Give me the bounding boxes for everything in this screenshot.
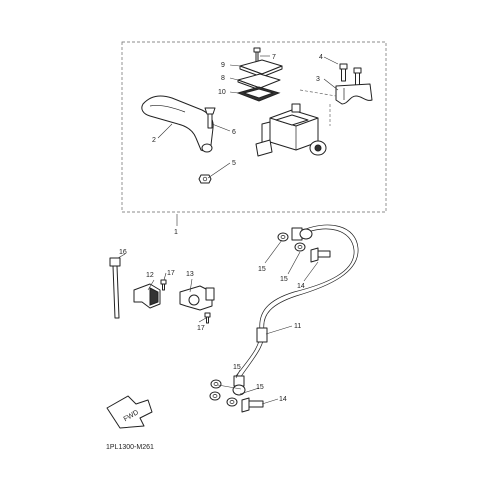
callout-2: 2	[152, 137, 156, 144]
handlebar-clamp[interactable]	[335, 83, 373, 105]
leader-lines	[117, 55, 339, 405]
upper-banjo-fitting[interactable]	[291, 227, 313, 241]
lever-pivot-bolt[interactable]	[204, 107, 216, 129]
reservoir-screw[interactable]	[253, 47, 261, 63]
copper-washer[interactable]	[210, 379, 222, 389]
callout-15d: 15	[256, 384, 264, 391]
cable-tie[interactable]	[109, 257, 121, 319]
callout-9: 9	[221, 62, 225, 69]
callout-15c: 15	[233, 364, 241, 371]
callout-12: 12	[146, 272, 154, 279]
callout-11: 11	[294, 323, 301, 330]
diaphragm-plate[interactable]	[237, 73, 281, 91]
brake-hose[interactable]	[235, 224, 359, 379]
callout-13: 13	[186, 271, 194, 278]
callout-4: 4	[319, 54, 323, 61]
lever-nut[interactable]	[198, 174, 212, 184]
callout-5: 5	[232, 160, 236, 167]
copper-washer[interactable]	[294, 242, 306, 252]
clamp-bolt[interactable]	[353, 67, 362, 86]
hose-guide[interactable]	[133, 283, 161, 309]
callout-15b: 15	[280, 276, 288, 283]
hose-holder[interactable]	[179, 285, 215, 311]
fwd-direction-arrow	[106, 395, 153, 429]
union-bolt[interactable]	[241, 397, 264, 413]
union-bolt[interactable]	[310, 247, 331, 263]
screw[interactable]	[160, 279, 167, 291]
diagram-code: 1PL1300-M261	[106, 444, 154, 451]
reservoir-cap[interactable]	[239, 59, 283, 78]
callout-16: 16	[119, 249, 127, 256]
callout-17b: 17	[197, 325, 205, 332]
callout-6: 6	[232, 129, 236, 136]
screw[interactable]	[204, 312, 211, 324]
callout-17a: 17	[167, 270, 175, 277]
copper-washer[interactable]	[226, 397, 238, 407]
copper-washer[interactable]	[277, 232, 289, 242]
callout-3: 3	[316, 76, 320, 83]
callout-1: 1	[174, 229, 178, 236]
callout-14b: 14	[279, 396, 287, 403]
master-cylinder-body[interactable]	[255, 103, 327, 157]
lower-banjo-fitting[interactable]	[232, 375, 246, 396]
callout-15a: 15	[258, 266, 266, 273]
callout-7: 7	[272, 54, 276, 61]
brake-lever[interactable]	[141, 95, 214, 153]
callout-14a: 14	[297, 283, 305, 290]
assembly-boundary-box	[121, 41, 387, 213]
clamp-bolt[interactable]	[339, 63, 348, 82]
copper-washer[interactable]	[209, 391, 221, 401]
callout-10: 10	[218, 89, 226, 96]
diaphragm[interactable]	[236, 86, 281, 102]
callout-8: 8	[221, 75, 225, 82]
